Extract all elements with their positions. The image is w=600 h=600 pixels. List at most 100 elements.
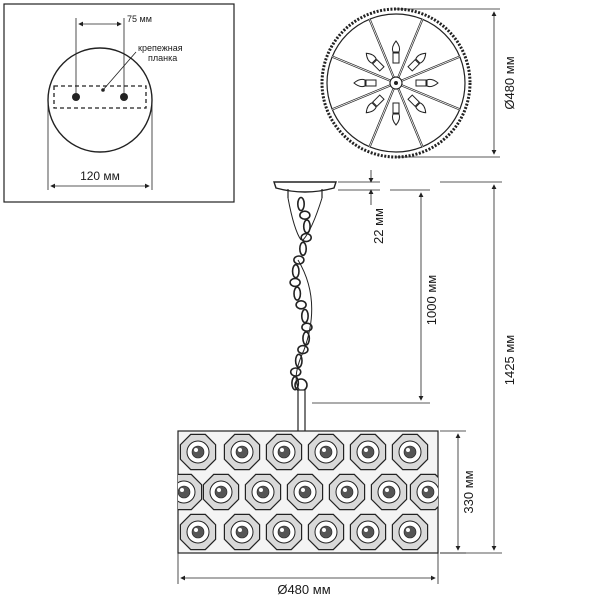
ceiling-canopy — [273, 181, 337, 193]
canopy-height-label: 22 мм — [371, 208, 386, 244]
bulb-icon — [407, 94, 427, 114]
crystal-highlight — [238, 448, 242, 452]
ceiling-plate — [47, 47, 153, 153]
crystal-lens-core — [214, 485, 228, 499]
bulb-socket — [407, 94, 421, 108]
crystal-highlight — [364, 528, 368, 532]
bulb-icon — [407, 52, 427, 72]
crystal-highlight — [424, 488, 428, 492]
bottom-view-hub-center — [394, 81, 398, 85]
screw-hole-right — [120, 93, 128, 101]
mounting-detail-panel: 75 мм крепежная планка 120 мм — [3, 3, 235, 203]
chain-link — [291, 263, 300, 279]
crystal-lens-core — [382, 485, 396, 499]
chain-link — [299, 210, 311, 220]
crystal-lens-core — [421, 485, 435, 499]
crystal-highlight — [194, 448, 198, 452]
crystal-highlight — [406, 528, 410, 532]
bottom-view-bulbs — [353, 40, 439, 126]
crystal-lens-core — [298, 485, 312, 499]
spoke-inner-6 — [395, 19, 423, 84]
bracket-label-line1: крепежная — [138, 43, 183, 53]
bottom-view-spokes — [331, 18, 461, 148]
chain-link — [291, 375, 300, 391]
crystal-highlight — [194, 528, 198, 532]
bulb-socket — [407, 58, 421, 72]
bulb-flame — [415, 52, 427, 64]
bottom-diameter-label: Ø480 мм — [502, 56, 517, 109]
chain-link — [293, 286, 302, 301]
bottom-view: Ø480 мм — [320, 7, 517, 159]
screw-hole-left — [72, 93, 80, 101]
bottom-view-inner-ring — [326, 13, 466, 153]
crystal-lens-core — [191, 525, 205, 539]
bulb-icon — [365, 52, 385, 72]
chain-link — [294, 353, 303, 369]
shade-height-label: 330 мм — [461, 470, 476, 513]
bulb-flame — [365, 52, 377, 64]
chain-link — [293, 255, 305, 265]
bar-dimension-label: 75 мм — [127, 14, 152, 24]
bulb-flame — [353, 78, 366, 88]
crystal-lens-core — [340, 485, 354, 499]
bulb-flame — [415, 102, 427, 114]
crystal-highlight — [180, 488, 184, 492]
bulb-socket — [371, 94, 385, 108]
crystal-lens-core — [403, 445, 417, 459]
bulb-socket — [365, 79, 377, 87]
shade-diameter-label: Ø480 мм — [277, 582, 330, 597]
bulb-socket — [371, 58, 385, 72]
bulb-icon — [353, 78, 377, 88]
crystal-highlight — [280, 448, 284, 452]
crystal-lens-core — [361, 445, 375, 459]
crystal-highlight — [406, 448, 410, 452]
crystal-lens-core — [403, 525, 417, 539]
crystal-highlight — [217, 488, 221, 492]
chain-wire-left — [287, 197, 302, 241]
spoke-inner-0 — [395, 82, 460, 110]
spoke-inner-1 — [395, 82, 423, 147]
suspension-stem — [297, 389, 306, 433]
bulb-flame — [391, 113, 401, 126]
crystal-highlight — [364, 448, 368, 452]
bracket-leader-line — [102, 51, 137, 91]
chain-wire-right — [302, 197, 323, 241]
suspension-chain — [287, 196, 323, 393]
chain-link — [296, 196, 305, 212]
mounting-bar — [53, 85, 147, 109]
width-dimension-label: 120 мм — [80, 169, 120, 183]
crystal-lens-core — [277, 525, 291, 539]
bulb-icon — [365, 94, 385, 114]
chain-link — [300, 308, 309, 324]
bulb-icon — [391, 102, 401, 126]
crystal-highlight — [343, 488, 347, 492]
bulb-flame — [391, 40, 401, 53]
crystal-highlight — [322, 528, 326, 532]
crystal-highlight — [301, 488, 305, 492]
crystal-highlight — [238, 528, 242, 532]
crystal-lens-core — [178, 485, 191, 499]
crystal-lens-core — [361, 525, 375, 539]
spoke-inner-7 — [395, 56, 460, 84]
bulb-socket — [415, 79, 427, 87]
total-height-label: 1425 мм — [502, 335, 517, 385]
chain-link — [289, 277, 301, 288]
crystal-highlight — [322, 448, 326, 452]
crystal-lens-core — [235, 525, 249, 539]
chain-link — [300, 232, 312, 243]
crystal-lens-core — [256, 485, 270, 499]
side-view: 22 мм 1000 мм 1425 мм 330 мм Ø480 мм — [177, 170, 517, 597]
crystal-highlight — [385, 488, 389, 492]
chain-link — [289, 367, 302, 377]
bracket-label-line2: планка — [148, 53, 177, 63]
bulb-icon — [391, 40, 401, 64]
shade-crystal-tiles — [178, 433, 438, 551]
crystal-highlight — [259, 488, 263, 492]
spoke-inner-5 — [369, 19, 397, 84]
crystal-lens-core — [319, 525, 333, 539]
crystal-lens-core — [235, 445, 249, 459]
detail-frame — [3, 3, 235, 203]
chain-link — [301, 322, 313, 333]
bulb-flame — [365, 102, 377, 114]
